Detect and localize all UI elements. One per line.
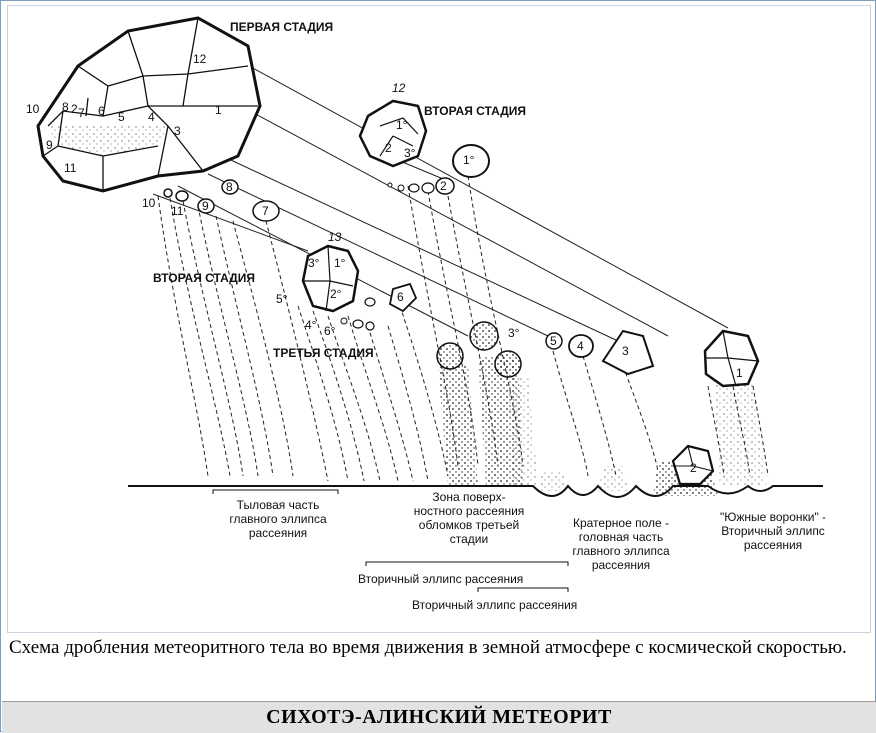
ground-label-crater-field: Кратерное поле - головная часть главного… (572, 516, 670, 572)
stage-label-second-upper: ВТОРАЯ СТАДИЯ (424, 104, 526, 118)
ground-label-secondary-1: Вторичный эллипс рассеяния (358, 572, 524, 586)
stage-label-first: ПЕРВАЯ СТАДИЯ (230, 20, 334, 34)
fragment-number: 6 (98, 104, 105, 118)
fragment-number: 11 (64, 161, 77, 175)
fragment-tag: 10 (142, 196, 156, 210)
fragment-tag: 6° (324, 324, 336, 338)
fragment-tag: 4° (305, 318, 317, 332)
ground-label-surface-zone: Зона поверх- ностного рассеяния обломков… (413, 490, 525, 546)
fragment-tag: 1 (736, 366, 743, 380)
fragment-tag: 3 (622, 344, 629, 358)
fragment-tag: 6 (397, 290, 404, 304)
stage-label-third: ТРЕТЬЯ СТАДИЯ (273, 346, 374, 360)
fragment-tag: 13 (328, 230, 342, 244)
diagram-svg (36, 16, 823, 592)
fragment-tag: 2° (330, 287, 342, 301)
upper-cluster (358, 99, 490, 195)
fragment-tag: 1° (463, 153, 475, 167)
fragment-tag: 3° (308, 256, 320, 270)
ground-label-south-craters: "Южные воронки" - Вторичный эллипс рассе… (719, 510, 827, 552)
fragment-number: 9 (46, 138, 53, 152)
fragment-tag: 8 (226, 180, 233, 194)
fragment-number: 10 (26, 102, 40, 116)
fragment-number: 5 (118, 110, 125, 124)
fragment-tag: 5 (550, 334, 557, 348)
fragment-tag: 1° (396, 118, 408, 132)
fragment-tag: 1° (334, 256, 346, 270)
fragment-number: 2 (71, 102, 78, 116)
fragment-number: 1 (215, 103, 222, 117)
ground-label-tail: Тыловая часть главного эллипса рассеяния (229, 498, 327, 540)
fragment-number: 7 (78, 106, 85, 120)
label-brackets (212, 489, 569, 592)
fragment-tag: 7 (262, 204, 269, 218)
footer-title: СИХОТЭ-АЛИНСКИЙ МЕТЕОРИТ (266, 706, 612, 728)
main-meteorite-body (36, 16, 262, 193)
fragment-tag: 9 (202, 199, 209, 213)
fragment-tag: 3° (404, 146, 416, 160)
meteorite-fragmentation-diagram: ПЕРВАЯ СТАДИЯ ВТОРАЯ СТАДИЯ ВТОРАЯ СТАДИ… (7, 5, 871, 633)
fragment-tag: 4 (577, 339, 584, 353)
trail-fragments (163, 179, 280, 222)
footer-bar: СИХОТЭ-АЛИНСКИЙ МЕТЕОРИТ (2, 701, 876, 733)
figure-caption: Схема дробления метеоритного тела во вре… (9, 637, 847, 658)
fragment-tag: 12 (392, 81, 406, 95)
fragment-number: 12 (193, 52, 207, 66)
fragment-number: 4 (148, 110, 155, 124)
fragment-tag: 11 (171, 204, 184, 218)
fragment-number: 8 (62, 100, 69, 114)
fragment-tag: 2 (440, 179, 447, 193)
stage-label-second-lower: ВТОРАЯ СТАДИЯ (153, 271, 255, 285)
final-fragments (671, 329, 760, 486)
fragment-tag: 2 (385, 141, 392, 155)
ground-label-secondary-2: Вторичный эллипс рассеяния (412, 598, 578, 612)
fragment-tag: 2 (690, 461, 697, 475)
fragment-tag: 5° (276, 292, 288, 306)
right-fragments (436, 321, 655, 378)
ground-line (128, 484, 823, 498)
fragment-number: 3 (174, 124, 181, 138)
middle-cluster (301, 244, 418, 331)
fragment-tag: 3° (508, 326, 520, 340)
